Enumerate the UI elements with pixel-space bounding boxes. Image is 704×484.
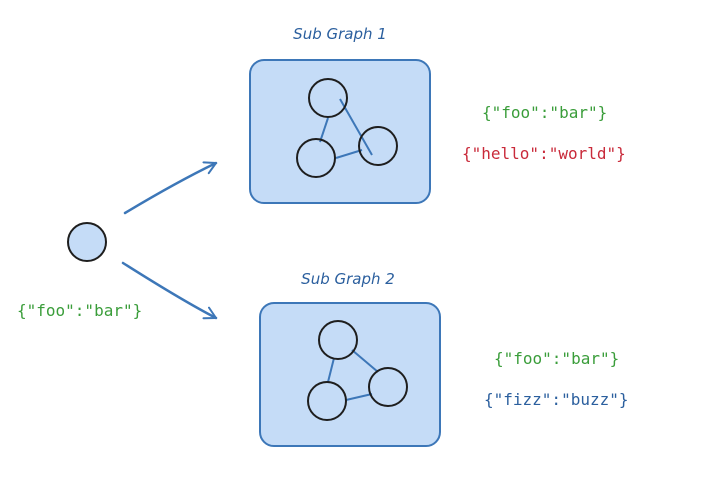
subgraph-1-node[interactable] (296, 138, 336, 178)
start-node[interactable] (67, 222, 107, 262)
subgraph-1-node[interactable] (308, 78, 348, 118)
subgraph-2-box (259, 302, 441, 447)
subgraph-1[interactable]: Sub Graph 1 (249, 25, 431, 204)
subgraph-2-state-2: {"fizz":"buzz"} (484, 390, 629, 409)
subgraph-1-edge (319, 117, 329, 143)
subgraph-1-node[interactable] (358, 126, 398, 166)
subgraph-2-node[interactable] (368, 367, 408, 407)
subgraph-2-node[interactable] (307, 381, 347, 421)
subgraph-2[interactable]: Sub Graph 2 (259, 270, 441, 447)
subgraph-1-edge (335, 149, 363, 159)
subgraph-1-state-1: {"foo":"bar"} (482, 103, 607, 122)
subgraph-1-title: Sub Graph 1 (293, 25, 387, 43)
start-node-state-label: {"foo":"bar"} (17, 301, 142, 320)
subgraph-2-edge (345, 393, 373, 401)
subgraph-2-title: Sub Graph 2 (301, 270, 395, 288)
subgraph-2-node[interactable] (318, 320, 358, 360)
subgraph-1-state-2: {"hello":"world"} (462, 144, 626, 163)
arrow-to-subgraph-2 (121, 261, 218, 320)
subgraph-1-edge (339, 98, 373, 156)
subgraph-2-state-1: {"foo":"bar"} (494, 349, 619, 368)
subgraph-2-edge (327, 357, 335, 383)
subgraph-1-box (249, 59, 431, 204)
arrow-to-subgraph-1 (123, 161, 218, 215)
subgraph-2-edge (351, 349, 379, 373)
